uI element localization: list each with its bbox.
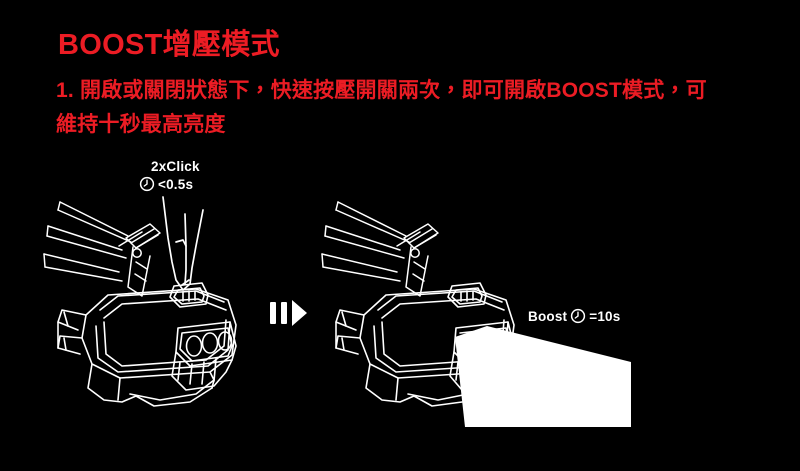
click-timing-label: <0.5s <box>158 176 194 192</box>
page-title: BOOST增壓模式 <box>58 29 280 61</box>
headlamp-left-illustration <box>43 196 237 407</box>
clock-icon <box>139 176 155 192</box>
fast-forward-arrow-icon <box>270 300 307 326</box>
two-click-label: 2xClick <box>151 159 200 174</box>
headband-straps-left <box>43 201 161 297</box>
callout-two-click: 2xClick <0.5s <box>139 159 200 192</box>
headlamp-right-illustration <box>321 201 515 407</box>
instruction-text: 1. 開啟或關閉狀態下，快速按壓開關兩次，即可開啟BOOST模式，可維持十秒最高… <box>56 79 707 137</box>
headlamp-body-right <box>335 282 515 407</box>
clock-icon <box>570 308 586 324</box>
finger-pressing-button <box>162 196 204 291</box>
boost-label: Boost <box>528 308 568 324</box>
headlamp-body-left <box>57 282 237 407</box>
headband-straps-right <box>321 201 439 297</box>
callout-boost-duration: Boost =10s <box>528 308 620 324</box>
light-beam <box>455 326 631 427</box>
boost-duration-label: =10s <box>589 308 621 324</box>
illustration-stage <box>0 150 800 471</box>
